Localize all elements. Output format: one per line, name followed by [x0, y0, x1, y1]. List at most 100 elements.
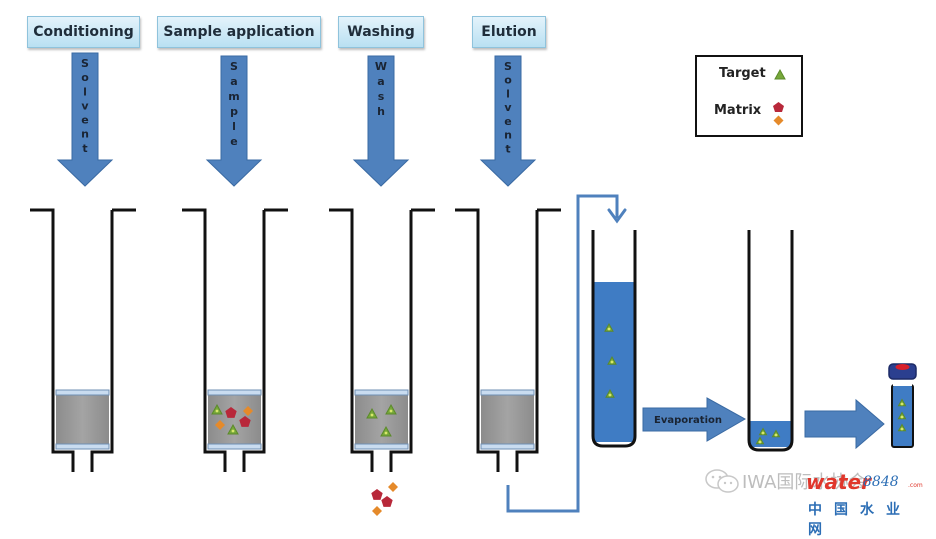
- target-particle-center: [610, 360, 614, 364]
- transfer-arrow: [804, 398, 885, 450]
- matrix-diamond-particle: [243, 406, 253, 416]
- arrow-text-letter: m: [228, 90, 239, 103]
- watermark-brand: water: [806, 470, 871, 494]
- arrow-text-letter: W: [375, 60, 387, 73]
- legend: Target Matrix: [695, 55, 803, 137]
- arrow-text-letter: l: [506, 87, 510, 100]
- arrow-text-letter: p: [230, 105, 238, 118]
- legend-target-label: Target: [719, 66, 766, 81]
- evaporation-arrow: [642, 397, 747, 442]
- tube-2-liquid: [749, 421, 791, 447]
- stage-box-conditioning: Conditioning: [27, 16, 140, 48]
- target-particle-center: [215, 409, 219, 413]
- arrow-text-letter: n: [81, 128, 89, 141]
- target-particle-center: [389, 409, 393, 413]
- wechat-icon: [705, 469, 739, 493]
- target-particle: [366, 407, 378, 419]
- bottom-frit: [354, 443, 409, 450]
- target-particle-center: [761, 431, 765, 435]
- target-particle: [380, 425, 392, 437]
- target-triangle-icon: [774, 69, 786, 80]
- target-particle-center: [231, 429, 235, 433]
- top-frit: [207, 389, 262, 396]
- matrix-diamond-icon: [773, 115, 784, 126]
- watermark: IWA国际水协会 water 8848 .com 中国水业网: [700, 462, 936, 538]
- stage-box-sample-application: Sample application: [157, 16, 321, 48]
- spe-cartridge-4: [455, 208, 561, 472]
- arrow-text-letter: S: [81, 57, 89, 70]
- matrix-pentagon-particle: [371, 489, 383, 500]
- bottom-frit: [480, 443, 535, 450]
- arrow-text-letter: e: [504, 115, 511, 128]
- arrow-text-letter: S: [504, 60, 512, 73]
- top-frit: [480, 389, 535, 396]
- matrix-pentagon-icon: [773, 102, 784, 112]
- evaporation-label: Evaporation: [654, 415, 722, 426]
- down-arrow-2: [205, 55, 263, 187]
- top-frit: [55, 389, 110, 396]
- watermark-iwa-text: IWA国际水协会: [742, 472, 867, 493]
- down-arrow-4: [479, 55, 537, 187]
- down-arrow-1: [56, 52, 114, 187]
- sorbent-packing: [355, 391, 408, 449]
- down-arrow-3: [352, 55, 410, 187]
- spe-cartridge-2: [182, 208, 288, 472]
- target-particle-center: [370, 413, 374, 417]
- watermark-brand-chinese: 中国水业网: [808, 502, 912, 538]
- legend-matrix-label: Matrix: [714, 103, 762, 118]
- arrow-text-letter: e: [230, 135, 237, 148]
- target-particle-center: [900, 402, 904, 406]
- arrow-text-letter: a: [377, 75, 384, 88]
- stage-label-elution: Elution: [481, 24, 537, 40]
- arrow-text-letter: h: [377, 105, 385, 118]
- watermark-brand-tld: .com: [908, 482, 923, 489]
- sorbent-packing: [56, 391, 109, 449]
- arrow-text-letter: n: [504, 129, 512, 142]
- matrix-pentagon-particle: [225, 407, 237, 418]
- stage-label-sample-application: Sample application: [163, 24, 315, 40]
- vial-septum: [895, 364, 910, 370]
- top-frit: [354, 389, 409, 396]
- arrow-text-letter: t: [505, 142, 510, 155]
- sorbent-packing: [208, 391, 261, 449]
- target-particle-center: [608, 393, 612, 397]
- matrix-diamond-particle: [215, 420, 225, 430]
- collection-tube-1: [591, 230, 637, 448]
- arrow-text-letter: l: [232, 120, 236, 133]
- arrow-text-letter: e: [81, 114, 88, 127]
- target-particle-center: [774, 433, 778, 437]
- matrix-diamond-particle: [388, 482, 398, 492]
- stage-label-conditioning: Conditioning: [33, 24, 134, 40]
- target-particle-center: [384, 431, 388, 435]
- matrix-pentagon-particle: [381, 496, 393, 507]
- arrow-text-letter: v: [504, 101, 512, 114]
- eluate-flow-arrowhead: [607, 208, 627, 224]
- target-particle: [385, 403, 397, 415]
- bottom-frit: [55, 443, 110, 450]
- arrow-text-letter: o: [504, 74, 512, 87]
- spe-cartridge-3: [329, 208, 435, 472]
- arrow-text-letter: o: [81, 71, 89, 84]
- arrow-text-letter: S: [230, 60, 238, 73]
- arrow-text-letter: t: [82, 142, 87, 155]
- arrow-text-letter: s: [378, 90, 385, 103]
- stage-label-washing: Washing: [347, 24, 415, 40]
- arrow-text-letter: v: [81, 99, 89, 112]
- arrow-text-letter: a: [230, 75, 237, 88]
- target-particle-center: [900, 427, 904, 431]
- target-particle-center: [900, 415, 904, 419]
- spe-cartridge-1: [30, 208, 136, 472]
- bottom-frit: [207, 443, 262, 450]
- target-particle-center: [607, 327, 611, 331]
- target-particle: [227, 423, 239, 435]
- matrix-diamond-particle: [372, 506, 382, 516]
- target-particle-center: [758, 440, 762, 444]
- stage-box-elution: Elution: [472, 16, 546, 48]
- target-particle: [211, 403, 223, 415]
- eluate-flow-line: [506, 194, 619, 513]
- arrow-text-letter: l: [83, 85, 87, 98]
- vial-headspace: [893, 378, 912, 386]
- sorbent-packing: [481, 391, 534, 449]
- watermark-brand-number: 8848: [863, 474, 899, 490]
